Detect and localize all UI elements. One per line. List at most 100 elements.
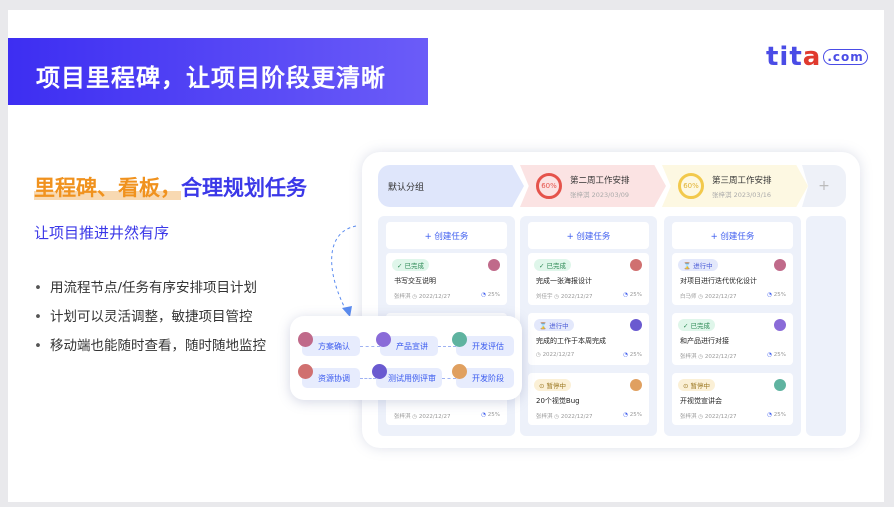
task-date: 2022/12/27 (560, 414, 593, 420)
connector-line (360, 346, 380, 347)
create-task-button[interactable]: + 创建任务 (672, 222, 793, 249)
task-title: 书写交互说明 (394, 277, 436, 285)
avatar (488, 259, 500, 271)
clock-icon: ◷ (536, 352, 541, 358)
progress-icon: ◔ (767, 412, 773, 418)
task-card[interactable]: ✓ 已完成 书写交互说明 张梓淇 ◷ 2022/12/27 ◔ 25% (386, 253, 507, 305)
flow-node[interactable]: 开发评估 (456, 336, 514, 356)
status-text: 已完成 (404, 262, 425, 270)
task-pct: 25% (487, 292, 500, 298)
avatar (774, 319, 786, 331)
status-text: 进行中 (693, 262, 713, 270)
task-pct: 25% (629, 292, 642, 298)
group-week2[interactable]: 60% 第二周工作安排张梓淇 2023/03/09 (520, 165, 666, 207)
avatar (630, 379, 642, 391)
task-owner: 张梓淇 (680, 354, 697, 360)
task-progress: ◔ 25% (767, 292, 786, 298)
add-group-button[interactable]: + (802, 165, 846, 207)
progress-icon: ◔ (767, 292, 773, 298)
task-title: 和产品进行对接 (680, 337, 729, 345)
status-text: 已完成 (546, 262, 567, 270)
task-card[interactable]: ⌛ 进行中 对项目进行迭代优化设计 白马师 ◷ 2022/12/27 ◔ 25% (672, 253, 793, 305)
task-pct: 25% (773, 352, 786, 358)
avatar (630, 319, 642, 331)
avatar (452, 364, 467, 379)
flow-node[interactable]: 方案确认 (302, 336, 360, 356)
task-progress: ◔ 25% (623, 412, 642, 418)
avatar (298, 332, 313, 347)
flow-node[interactable]: 测试用例评审 (376, 368, 442, 388)
task-date: 2022/12/27 (418, 414, 451, 420)
dashed-arrow-icon (331, 225, 357, 317)
task-title: 对项目进行迭代优化设计 (680, 277, 757, 285)
flow-node-label: 产品宣讲 (396, 341, 428, 351)
task-date: 2022/12/27 (704, 354, 737, 360)
bullet: 计划可以灵活调整，敏捷项目管控 (34, 305, 253, 325)
progress-icon: ◔ (623, 412, 629, 418)
group-owner: 张梓淇 (712, 190, 732, 199)
group-name: 第二周工作安排 (570, 175, 630, 186)
status-badge: ⌛ 进行中 (534, 319, 574, 331)
status-icon: ✓ (683, 322, 691, 330)
task-card[interactable]: ⊙ 暂停中 开视觉宣讲会 张梓淇 ◷ 2022/12/27 ◔ 25% (672, 373, 793, 425)
heading-highlight: 里程碑、看板， (34, 176, 181, 200)
group-week3[interactable]: 60% 第三周工作安排张梓淇 2023/03/16 (662, 165, 808, 207)
task-meta: 张梓淇 ◷ 2022/12/27 (536, 412, 593, 420)
progress-icon: ◔ (481, 412, 487, 418)
status-badge: ⊙ 暂停中 (678, 379, 716, 391)
task-owner: 张梓淇 (536, 414, 553, 420)
status-text: 进行中 (549, 322, 569, 330)
task-date: 2022/12/27 (542, 352, 575, 358)
avatar (774, 259, 786, 271)
flow-node-label: 开发阶段 (472, 373, 504, 383)
section-heading: 里程碑、看板，合理规划任务 (34, 172, 307, 202)
task-progress: ◔ 25% (623, 292, 642, 298)
flow-node[interactable]: 产品宣讲 (380, 336, 438, 356)
task-title: 完成一张海报设计 (536, 277, 592, 285)
status-badge: ⊙ 暂停中 (534, 379, 572, 391)
task-card[interactable]: ✓ 已完成 和产品进行对接 张梓淇 ◷ 2022/12/27 ◔ 25% (672, 313, 793, 365)
connector-line (442, 378, 456, 379)
task-pct: 25% (487, 412, 500, 418)
flow-node-label: 测试用例评审 (388, 373, 436, 383)
task-card[interactable]: ⊙ 暂停中 20个视觉Bug 张梓淇 ◷ 2022/12/27 ◔ 25% (528, 373, 649, 425)
status-text: 暂停中 (690, 382, 711, 390)
kanban-column (806, 216, 846, 436)
kanban-column: + 创建任务 ✓ 已完成 完成一张海报设计 刘佳宇 ◷ 2022/12/27 ◔… (520, 216, 657, 436)
task-meta: 张梓淇 ◷ 2022/12/27 (394, 412, 451, 420)
status-badge: ✓ 已完成 (678, 319, 716, 331)
avatar (630, 259, 642, 271)
task-meta: ◷ 2022/12/27 (536, 352, 574, 358)
group-default[interactable]: 默认分组 (378, 165, 524, 207)
task-progress: ◔ 25% (767, 412, 786, 418)
task-date: 2022/12/27 (704, 414, 737, 420)
task-pct: 25% (629, 352, 642, 358)
status-icon: ⌛ (539, 322, 550, 330)
avatar (376, 332, 391, 347)
clock-icon: ◷ (698, 354, 704, 360)
connector-line (438, 346, 456, 347)
task-pct: 25% (773, 292, 786, 298)
progress-ring: 60% (678, 173, 704, 199)
task-meta: 刘佳宇 ◷ 2022/12/27 (536, 292, 593, 300)
create-task-button[interactable]: + 创建任务 (528, 222, 649, 249)
task-card[interactable]: ⌛ 进行中 完成的工作于本周完成 ◷ 2022/12/27 ◔ 25% (528, 313, 649, 365)
create-task-button[interactable]: + 创建任务 (386, 222, 507, 249)
task-meta: 白马师 ◷ 2022/12/27 (680, 292, 737, 300)
progress-icon: ◔ (623, 292, 629, 298)
status-icon: ⌛ (683, 262, 694, 270)
flow-node[interactable]: 资源协调 (302, 368, 360, 388)
group-owner: 张梓淇 (570, 190, 590, 199)
status-text: 暂停中 (546, 382, 567, 390)
status-icon: ✓ (397, 262, 405, 270)
flow-node[interactable]: 开发阶段 (456, 368, 514, 388)
task-meta: 张梓淇 ◷ 2022/12/27 (680, 352, 737, 360)
clock-icon: ◷ (698, 414, 704, 420)
progress-icon: ◔ (623, 352, 629, 358)
task-progress: ◔ 25% (481, 412, 500, 418)
task-card[interactable]: ✓ 已完成 完成一张海报设计 刘佳宇 ◷ 2022/12/27 ◔ 25% (528, 253, 649, 305)
status-badge: ✓ 已完成 (392, 259, 430, 271)
bullet: 用流程节点/任务有序安排项目计划 (34, 276, 257, 296)
clock-icon: ◷ (554, 414, 560, 420)
task-owner: 张梓淇 (680, 414, 697, 420)
